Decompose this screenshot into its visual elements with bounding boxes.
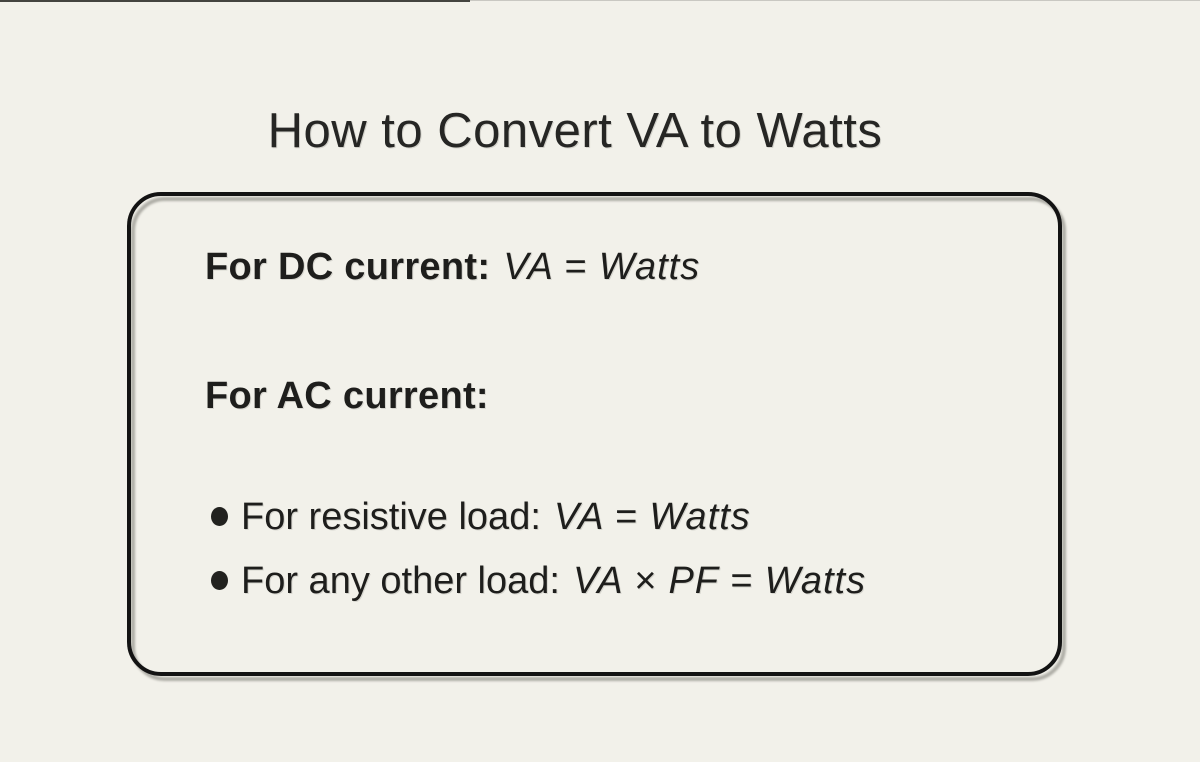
other-load-formula: VA × PF = Watts: [572, 559, 867, 602]
conversion-card: For DC current: VA = Watts For AC current…: [127, 192, 1062, 676]
top-edge-line-dark: [0, 0, 470, 2]
ac-current-line: For AC current:: [205, 377, 1032, 415]
ac-current-label: For AC current:: [205, 375, 489, 417]
top-edge-line-light: [0, 0, 1200, 1]
other-load-label: For any other load:: [241, 559, 560, 602]
dc-current-label: For DC current:: [205, 246, 491, 288]
list-item-resistive-load: For resistive load: VA = Watts: [211, 485, 1032, 549]
resistive-load-formula: VA = Watts: [553, 495, 751, 538]
dc-current-formula: VA = Watts: [503, 246, 701, 288]
conversion-card-border: [127, 192, 1062, 676]
page-title: How to Convert VA to Watts: [267, 104, 883, 158]
dc-current-line: For DC current: VA = Watts: [205, 248, 1032, 286]
bullet-icon: [211, 506, 228, 526]
ac-bullet-list: For resistive load: VA = Watts For any ot…: [205, 485, 1032, 613]
resistive-load-label: For resistive load:: [241, 495, 541, 538]
bullet-icon: [211, 570, 228, 590]
list-item-other-load: For any other load: VA × PF = Watts: [211, 549, 1032, 613]
